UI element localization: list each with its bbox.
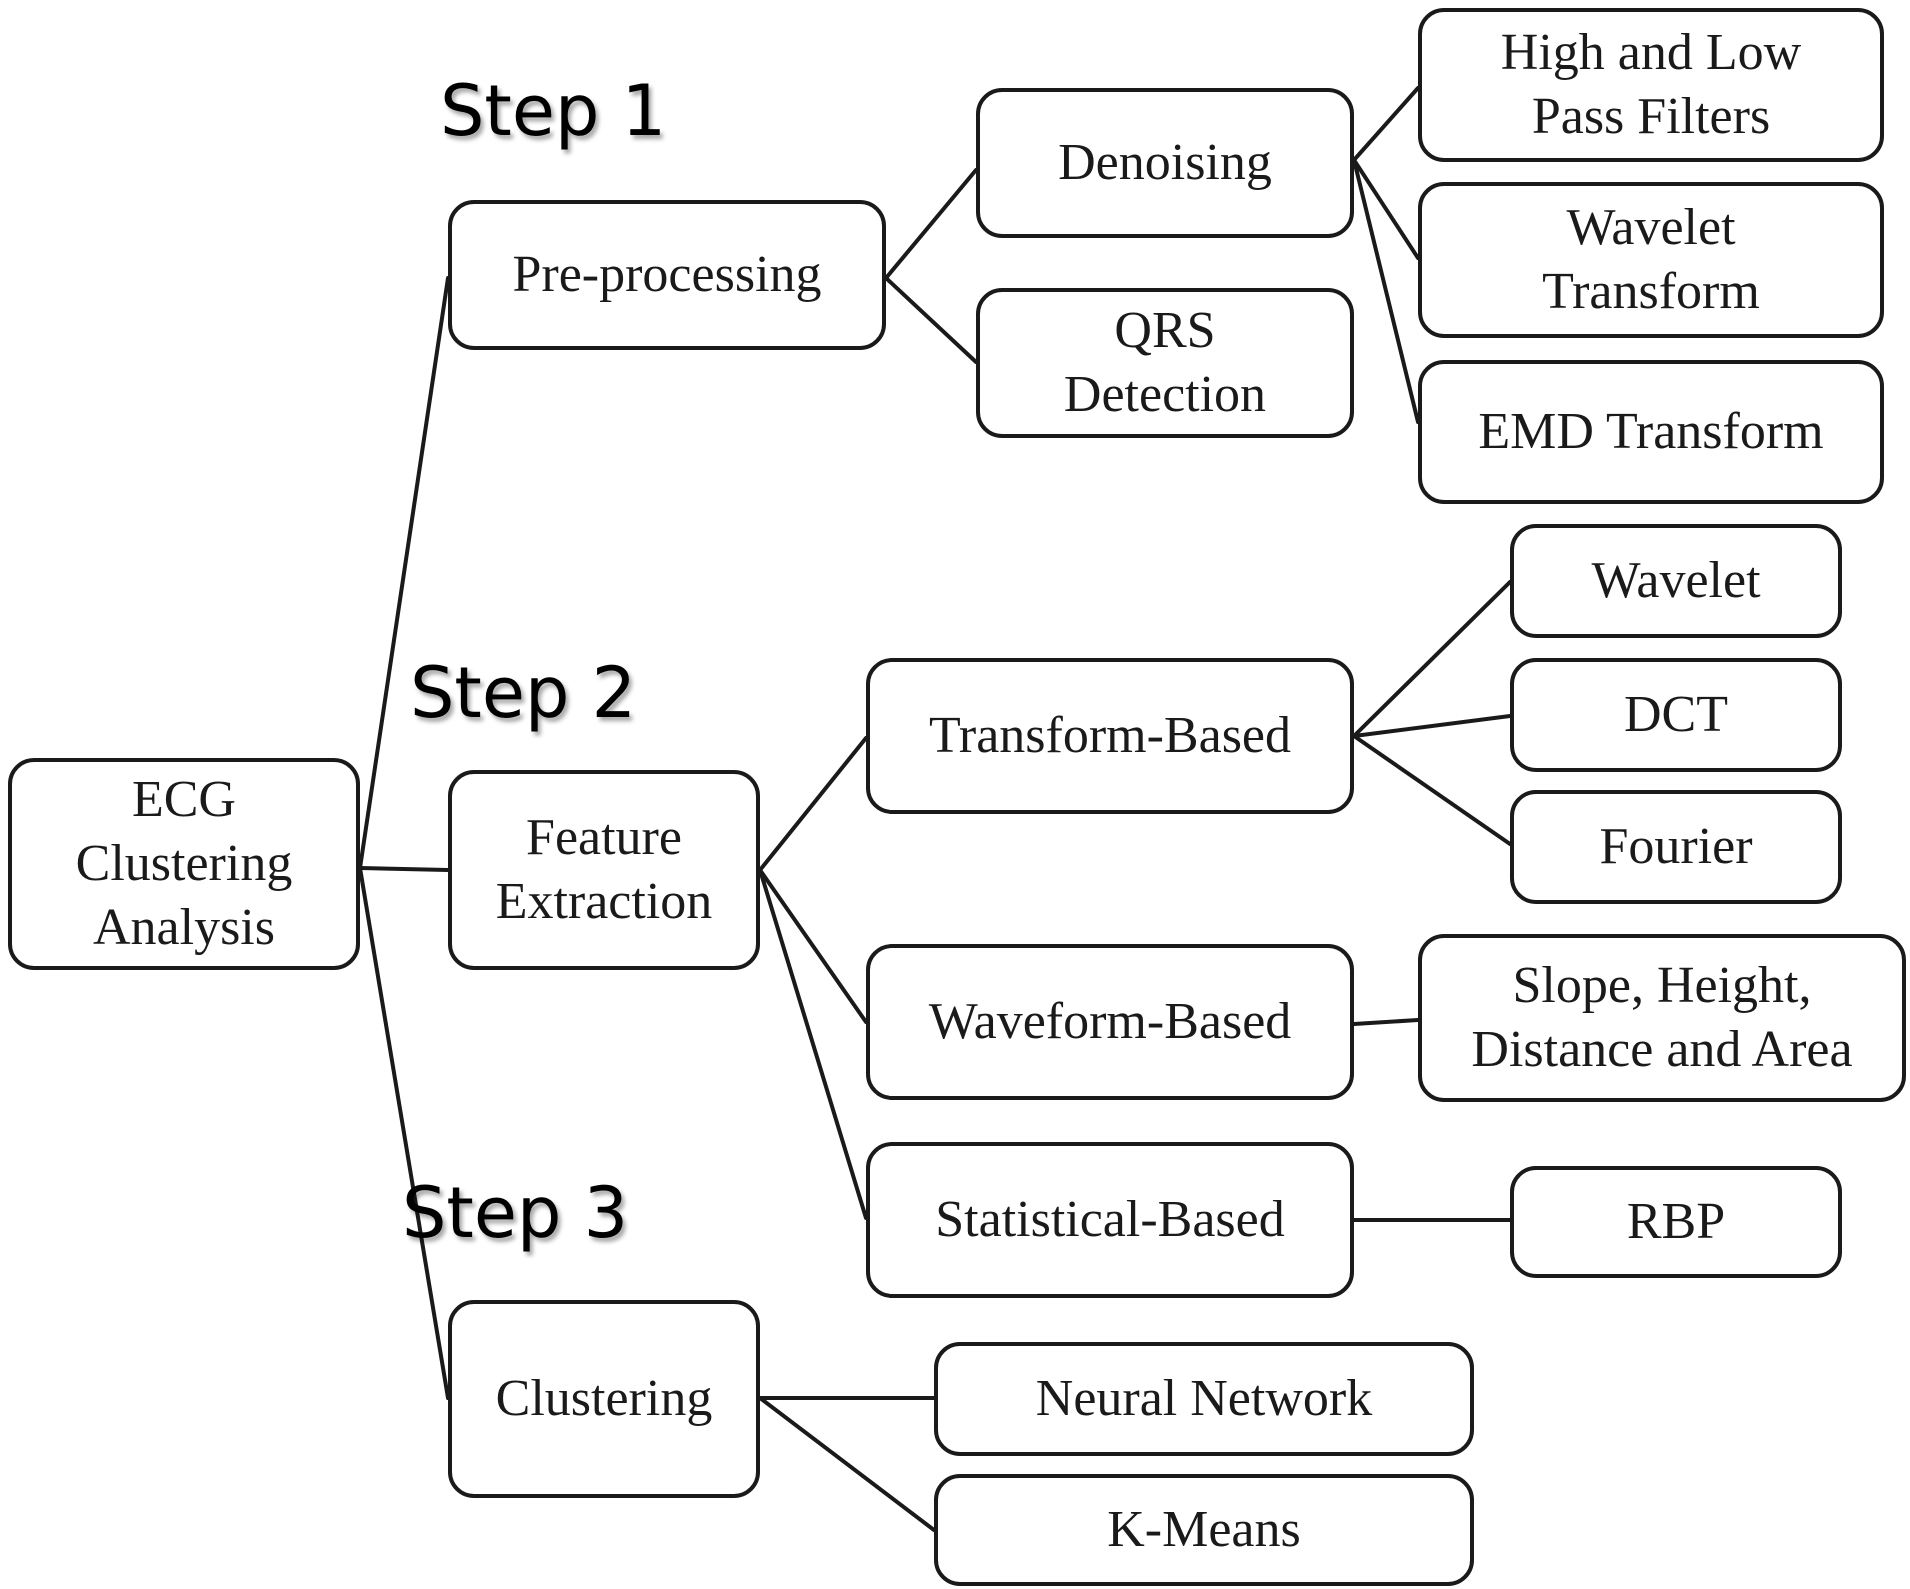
high-low-pass-filters-node: High and Low Pass Filters bbox=[1418, 8, 1884, 162]
edge-denoising-emd bbox=[1352, 158, 1420, 424]
rbp-node: RBP bbox=[1510, 1166, 1842, 1278]
denoising-node: Denoising bbox=[976, 88, 1354, 238]
edge-preprocessing-qrs bbox=[884, 276, 978, 364]
preprocessing-node: Pre-processing bbox=[448, 200, 886, 350]
wavelet-transform-node: Wavelet Transform bbox=[1418, 182, 1884, 338]
statistical-based-node: Statistical-Based bbox=[866, 1142, 1354, 1298]
fourier-node: Fourier bbox=[1510, 790, 1842, 904]
edge-root-clustering bbox=[358, 866, 450, 1400]
edge-transform-fourier bbox=[1352, 734, 1512, 846]
dct-node: DCT bbox=[1510, 658, 1842, 772]
feature-extraction-node: Feature Extraction bbox=[448, 770, 760, 970]
edge-root-feature-extraction bbox=[358, 866, 450, 872]
edge-fe-statistical bbox=[758, 868, 868, 1220]
emd-transform-node: EMD Transform bbox=[1418, 360, 1884, 504]
root-node: ECG Clustering Analysis bbox=[8, 758, 360, 970]
edge-waveform-slope bbox=[1352, 1018, 1420, 1026]
edge-fe-transform bbox=[758, 736, 868, 872]
edge-transform-dct bbox=[1352, 714, 1512, 738]
edge-root-preprocessing bbox=[358, 276, 450, 870]
wavelet-node: Wavelet bbox=[1510, 524, 1842, 638]
slope-height-distance-area-node: Slope, Height, Distance and Area bbox=[1418, 934, 1906, 1102]
waveform-based-node: Waveform-Based bbox=[866, 944, 1354, 1100]
step-2-label: Step 2 bbox=[410, 652, 637, 734]
edge-denoising-wavelet-transform bbox=[1352, 158, 1420, 260]
edge-fe-waveform bbox=[758, 868, 868, 1024]
transform-based-node: Transform-Based bbox=[866, 658, 1354, 814]
edge-transform-wavelet bbox=[1352, 580, 1512, 738]
edge-preprocessing-denoising bbox=[884, 168, 978, 280]
step-3-label: Step 3 bbox=[402, 1172, 629, 1254]
edge-denoising-highlow bbox=[1352, 86, 1420, 162]
step-1-label: Step 1 bbox=[440, 70, 667, 152]
k-means-node: K-Means bbox=[934, 1474, 1474, 1586]
edge-clustering-kmeans bbox=[758, 1396, 936, 1532]
clustering-node: Clustering bbox=[448, 1300, 760, 1498]
neural-network-node: Neural Network bbox=[934, 1342, 1474, 1456]
qrs-detection-node: QRS Detection bbox=[976, 288, 1354, 438]
